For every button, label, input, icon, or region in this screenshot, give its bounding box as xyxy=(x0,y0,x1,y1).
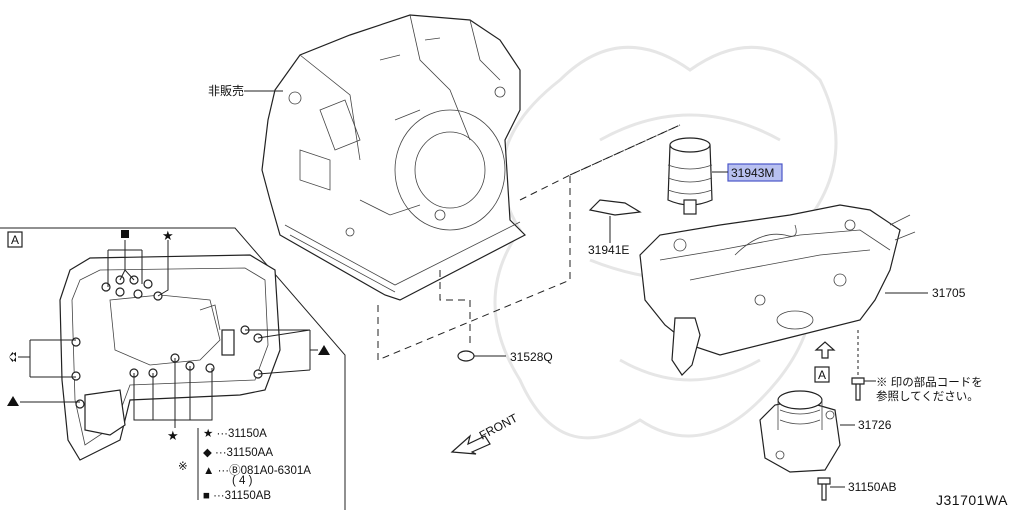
control-valve-31705[interactable] xyxy=(639,204,916,376)
front-indicator: FRONT xyxy=(450,411,521,455)
view-a-label-box xyxy=(7,231,23,248)
part-label-31941E[interactable]: 31941E xyxy=(588,243,629,257)
bolt-note[interactable] xyxy=(851,330,865,401)
triangle-marker-right xyxy=(318,345,330,355)
bolt-31150AB[interactable] xyxy=(817,477,831,501)
legend-triangle: ▲ ···Ⓑ081A0-6301A xyxy=(203,464,311,477)
note-line-1: ※ 印の部品コードを xyxy=(876,375,983,389)
view-a-label: A xyxy=(11,233,19,247)
legend-diamond: ◆ ···31150AA xyxy=(203,447,273,459)
part-label-31705[interactable]: 31705 xyxy=(932,286,966,300)
inset-marker-leaders xyxy=(18,240,318,428)
star-marker-bottom: ★ xyxy=(167,428,179,443)
view-a-inset: A xyxy=(0,227,346,510)
part-label-31726[interactable]: 31726 xyxy=(858,418,892,432)
part-label-31528Q[interactable]: 31528Q xyxy=(510,350,553,364)
legend-note-mark: ※ xyxy=(178,461,188,473)
guide-line xyxy=(439,270,471,345)
guide-line xyxy=(519,124,681,201)
diamond-marker xyxy=(9,352,16,362)
seal-31528Q[interactable] xyxy=(457,350,475,362)
view-a-box xyxy=(814,366,830,383)
transmission-case[interactable] xyxy=(261,14,527,301)
front-label: FRONT xyxy=(477,411,521,443)
diagram-code: J31701WA xyxy=(936,492,1008,508)
view-arrow xyxy=(814,341,836,359)
oil-pump-31726[interactable] xyxy=(759,390,841,473)
legend: ★ ···31150A ◆ ···31150AA ※ ▲ ···Ⓑ081A0-6… xyxy=(178,428,311,502)
note-line-2: 参照してください。 xyxy=(876,389,979,403)
legend-triangle-qty: ( 4 ) xyxy=(232,475,253,487)
star-marker: ★ xyxy=(162,228,174,243)
not-for-sale-label: 非販売 xyxy=(208,83,244,98)
square-marker xyxy=(121,230,129,238)
legend-star: ★ ···31150A xyxy=(203,428,267,440)
triangle-marker-left xyxy=(7,396,19,406)
solenoid-filter-31943M[interactable] xyxy=(667,137,713,215)
gasket-31941E[interactable] xyxy=(588,199,642,216)
part-label-31943M[interactable]: 31943M xyxy=(731,166,774,180)
legend-square: ■ ···31150AB xyxy=(203,490,271,502)
part-label-31150AB[interactable]: 31150AB xyxy=(848,480,897,494)
view-a-box-label: A xyxy=(818,368,826,382)
